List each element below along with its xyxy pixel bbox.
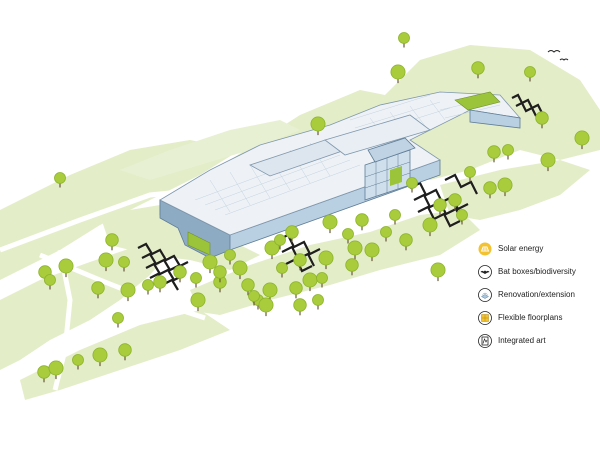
legend-label: Integrated art <box>498 336 546 345</box>
legend: Solar energy Bat boxes/biodiversity Reno… <box>478 237 596 352</box>
tree <box>91 281 105 299</box>
tree <box>574 130 590 150</box>
tree <box>293 298 307 316</box>
green-area-west-band <box>0 140 240 280</box>
tree <box>524 66 536 82</box>
legend-item-solar-energy: Solar energy <box>478 237 596 260</box>
tree <box>535 111 549 129</box>
tree <box>190 292 206 312</box>
tree <box>241 278 255 296</box>
art-icon <box>478 333 492 348</box>
tree <box>173 265 187 283</box>
legend-item-floorplans: Flexible floorplans <box>478 306 596 329</box>
tree <box>258 297 274 317</box>
tree <box>483 181 497 199</box>
parking-lot-northeast <box>511 93 543 117</box>
tree <box>285 225 299 243</box>
tree <box>118 256 130 272</box>
glass-atrium <box>364 137 416 201</box>
legend-label: Flexible floorplans <box>498 313 563 322</box>
tree <box>399 233 413 251</box>
tree <box>422 217 438 237</box>
building-facade-east <box>469 109 521 129</box>
tree <box>224 249 236 265</box>
building-facade-west <box>159 199 231 259</box>
tree <box>264 240 280 260</box>
tree <box>406 177 418 193</box>
tree <box>312 294 324 310</box>
tree <box>318 250 334 270</box>
legend-label: Bat boxes/biodiversity <box>498 267 576 276</box>
tree <box>190 272 202 288</box>
tree <box>202 254 218 274</box>
legend-item-renovation: Renovation/extension <box>478 283 596 306</box>
tree <box>355 213 369 231</box>
tree <box>248 290 260 306</box>
tree <box>142 279 154 295</box>
tree <box>105 233 119 251</box>
green-area-northwest-strip <box>120 120 300 180</box>
tree <box>347 240 363 260</box>
tree <box>322 214 338 234</box>
tree <box>316 272 328 288</box>
floorplan-icon <box>478 310 492 325</box>
tree <box>390 64 406 84</box>
tree <box>118 343 132 361</box>
tree <box>112 312 124 328</box>
tree <box>464 166 476 182</box>
tree <box>98 252 114 272</box>
green-roof-east <box>454 91 501 111</box>
green-area-west-lower <box>0 240 180 370</box>
building-atrium <box>324 114 431 156</box>
tree <box>293 253 307 271</box>
tree <box>302 272 318 292</box>
tree <box>487 145 501 163</box>
legend-item-integrated-art: Integrated art <box>478 329 596 352</box>
tree <box>389 209 401 225</box>
tree <box>345 258 359 276</box>
legend-label: Solar energy <box>498 244 544 253</box>
solar-panel-icon <box>478 242 492 255</box>
tree <box>289 281 303 299</box>
tree <box>380 226 392 242</box>
tree <box>48 360 64 380</box>
tree <box>364 242 380 262</box>
tree <box>120 282 136 302</box>
tree <box>276 262 288 278</box>
tree <box>342 228 354 244</box>
tree <box>430 262 446 282</box>
tree <box>274 234 286 250</box>
green-area-east <box>440 160 590 220</box>
tree <box>497 177 513 197</box>
tree <box>448 193 462 211</box>
tree <box>92 347 108 367</box>
tree <box>540 152 556 172</box>
green-wall-atrium <box>390 166 402 186</box>
bird-icons <box>547 50 569 61</box>
tree <box>54 172 66 188</box>
tree <box>433 198 447 216</box>
tree <box>502 144 514 160</box>
tree <box>456 209 468 225</box>
tree <box>310 116 326 136</box>
legend-label: Renovation/extension <box>498 290 575 299</box>
tree <box>398 32 410 48</box>
tree <box>58 258 74 278</box>
legend-item-bat-boxes: Bat boxes/biodiversity <box>478 260 596 283</box>
tree <box>44 274 56 290</box>
trees <box>37 32 590 383</box>
tree <box>213 265 227 283</box>
extension-icon <box>478 287 492 302</box>
tree <box>72 354 84 370</box>
building <box>159 91 522 259</box>
tree <box>471 61 485 79</box>
tree <box>232 260 248 280</box>
bat-icon <box>478 264 492 279</box>
tree <box>153 275 167 293</box>
tree <box>262 282 278 302</box>
